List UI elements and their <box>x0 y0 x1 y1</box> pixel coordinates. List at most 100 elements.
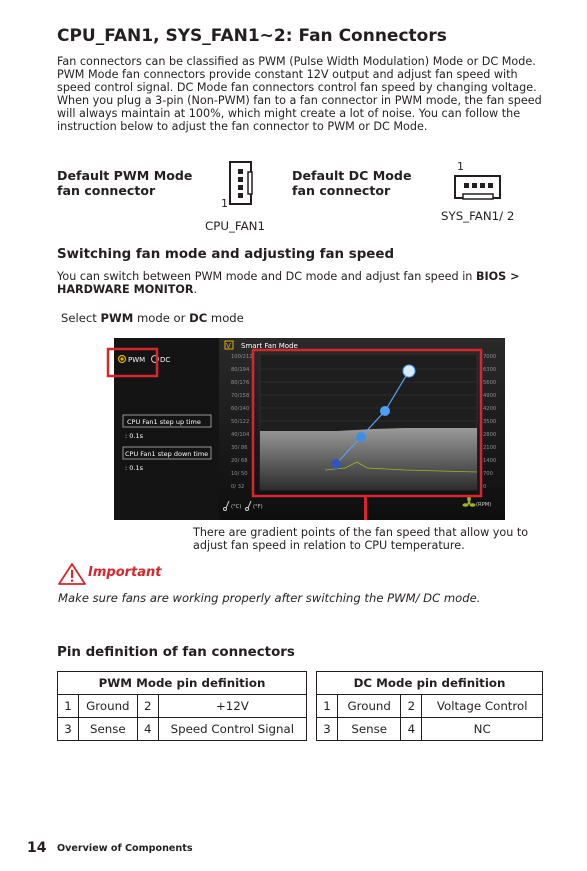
select-suffix: mode <box>207 311 244 325</box>
y-left-tick: 40/104 <box>231 432 250 438</box>
pwm-connector-name: CPU_FAN1 <box>205 219 265 233</box>
bios-path: BIOS > HARDWARE MONITOR <box>57 270 520 296</box>
y-right-tick: 1400 <box>483 458 496 464</box>
callout-line <box>364 496 367 520</box>
warning-icon <box>58 563 86 585</box>
y-right-tick: 7000 <box>483 354 496 360</box>
y-right-tick: 3500 <box>483 419 496 425</box>
y-left-tick: 70/158 <box>231 393 249 399</box>
table-row: 1 Ground 2 +12V <box>57 694 308 718</box>
select-dc: DC <box>189 311 208 325</box>
table-row: 3 Sense 4 Speed Control Signal <box>57 717 308 741</box>
pin-signal: Sense <box>78 717 138 741</box>
pwm-table-caption: PWM Mode pin definition <box>57 671 307 695</box>
unit-fahrenheit: (°F) <box>253 504 263 510</box>
table-row: 3 Sense 4 NC <box>316 717 543 741</box>
fan-curve-point[interactable] <box>356 432 366 442</box>
important-text: Make sure fans are working properly afte… <box>58 591 481 605</box>
checkbox-mark: V <box>226 342 231 350</box>
pin-number: 4 <box>400 717 423 741</box>
thermometer-icon <box>223 500 252 511</box>
intro-paragraph: Fan connectors can be classified as PWM … <box>57 55 542 134</box>
y-left-tick: 0/ 32 <box>231 484 244 490</box>
y-right-tick: 700 <box>483 471 493 477</box>
pin-signal: Ground <box>336 694 402 718</box>
pwm-connector-diagram <box>229 161 253 205</box>
pin-signal: NC <box>421 717 543 741</box>
pin-signal: Sense <box>336 717 402 741</box>
dc-connector-name: SYS_FAN1/ 2 <box>441 209 515 223</box>
dc-connector-diagram <box>454 175 501 200</box>
pin-signal: Ground <box>78 694 138 718</box>
y-right-tick: 6300 <box>483 367 496 373</box>
y-right-tick: 4200 <box>483 406 496 412</box>
smart-fan-checkbox[interactable] <box>224 340 234 350</box>
y-right-tick: 5600 <box>483 380 496 386</box>
table-row: 1 Ground 2 Voltage Control <box>316 694 543 718</box>
y-left-tick: 30/ 86 <box>231 445 248 451</box>
step-down-label: CPU Fan1 step down time <box>125 450 208 458</box>
pin-definition-heading: Pin definition of fan connectors <box>57 645 295 660</box>
y-axis-left: 100/212 80/194 80/176 70/158 60/140 50/1… <box>231 354 253 490</box>
select-prefix: Select <box>61 311 101 325</box>
y-left-tick: 80/194 <box>231 367 250 373</box>
pin-number: 2 <box>136 694 159 718</box>
dc-pin-table: DC Mode pin definition 1 Ground 2 Voltag… <box>316 671 543 741</box>
switching-paragraph: You can switch between PWM mode and DC m… <box>57 270 537 296</box>
y-right-tick: 0 <box>483 484 486 490</box>
fan-curve-point[interactable] <box>402 364 416 378</box>
switching-text: You can switch between PWM mode and DC m… <box>57 270 476 283</box>
pin-signal: Voltage Control <box>421 694 543 718</box>
y-left-tick: 50/122 <box>231 419 249 425</box>
pin-number: 2 <box>400 694 423 718</box>
page-title: CPU_FAN1, SYS_FAN1~2: Fan Connectors <box>57 26 447 46</box>
pin-number: 3 <box>316 717 338 741</box>
pwm-dc-radio-group[interactable]: PWM DC <box>117 354 171 365</box>
y-left-tick: 80/176 <box>231 380 249 386</box>
pin-number: 4 <box>136 717 159 741</box>
dc-option[interactable]: DC <box>160 356 170 364</box>
smart-fan-title: Smart Fan Mode <box>241 342 298 350</box>
rpm-label: (RPM) <box>476 502 491 508</box>
step-down-box[interactable] <box>122 446 212 460</box>
fan-curve-graph <box>259 353 478 491</box>
gradient-note: There are gradient points of the fan spe… <box>193 526 529 552</box>
y-left-tick: 60/140 <box>231 406 249 412</box>
y-left-tick: 100/212 <box>231 354 253 360</box>
page-number: 14 <box>27 840 47 856</box>
pwm-connector-label: Default PWM Mode fan connector <box>57 168 193 198</box>
switching-heading: Switching fan mode and adjusting fan spe… <box>57 247 395 262</box>
step-up-label: CPU Fan1 step up time <box>127 418 201 426</box>
pin-signal: Speed Control Signal <box>157 717 308 741</box>
pin-number: 3 <box>57 717 79 741</box>
select-mode-caption: Select PWM mode or DC mode <box>61 311 244 325</box>
switching-text-end: . <box>193 282 198 296</box>
dc-table-caption: DC Mode pin definition <box>316 671 543 695</box>
select-middle: mode or <box>133 311 190 325</box>
y-right-tick: 2100 <box>483 445 496 451</box>
fan-curve-point[interactable] <box>380 406 390 416</box>
fan-icon <box>462 496 476 507</box>
fan-curve-point[interactable] <box>331 459 341 469</box>
y-right-tick: 4900 <box>483 393 496 399</box>
bios-smart-fan-screenshot: PWM DC CPU Fan1 step up time : 0.1s CPU … <box>106 338 505 520</box>
step-up-value[interactable]: : 0.1s <box>125 432 144 440</box>
step-up-box[interactable] <box>122 414 212 428</box>
pwm-pin-table: PWM Mode pin definition 1 Ground 2 +12V … <box>57 671 308 741</box>
y-axis-right: 7000 6300 5600 4900 4200 3500 2800 2100 … <box>483 354 496 490</box>
dc-connector-label: Default DC Mode fan connector <box>292 168 412 198</box>
dc-pin-number: 1 <box>457 160 464 173</box>
important-label: Important <box>88 565 162 580</box>
step-down-value[interactable]: : 0.1s <box>125 464 144 472</box>
y-left-tick: 10/ 50 <box>231 471 248 477</box>
pwm-option[interactable]: PWM <box>128 356 145 364</box>
pin-signal: +12V <box>157 694 308 718</box>
pin-number: 1 <box>316 694 338 718</box>
footer-section-title: Overview of Components <box>57 843 193 854</box>
mode-highlight-box <box>106 347 159 378</box>
pwm-pin-number: 1 <box>221 197 228 210</box>
y-right-tick: 2800 <box>483 432 496 438</box>
unit-celsius: (°C) <box>231 504 241 510</box>
pin-number: 1 <box>57 694 79 718</box>
select-pwm: PWM <box>100 311 134 325</box>
